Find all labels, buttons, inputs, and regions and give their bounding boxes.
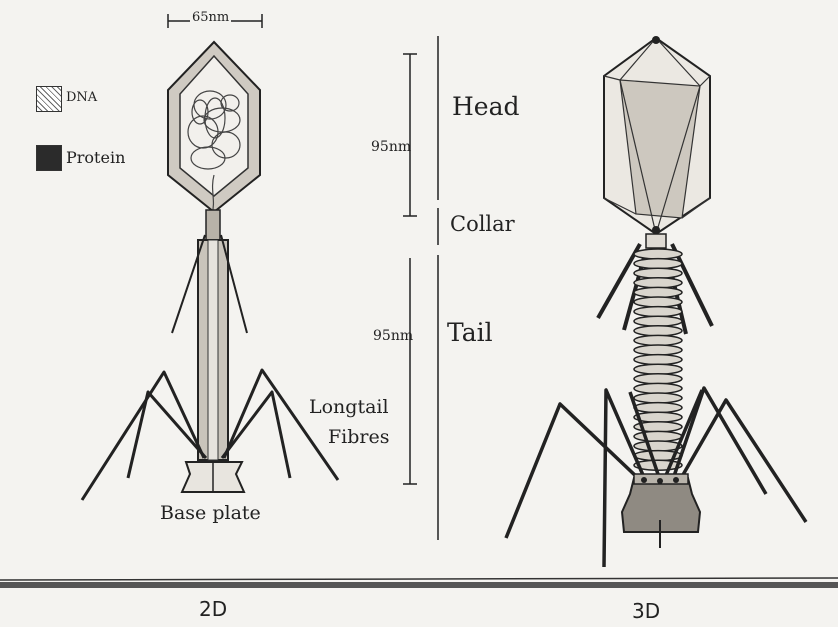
head-length-label: 95nm (371, 139, 411, 155)
phage-3d (506, 36, 806, 567)
view-label-3d: 3D (632, 599, 660, 623)
base-plate-label: Base plate (160, 502, 261, 524)
head-label: Head (452, 92, 520, 121)
collar-3d (646, 234, 666, 248)
fibres-label-line2: Fibres (328, 426, 390, 448)
tail-rings-3d (634, 249, 682, 470)
view-label-2d: 2D (199, 597, 227, 621)
scale-bars (403, 36, 438, 540)
protein-legend-swatch (36, 145, 62, 171)
protein-legend-label: Protein (66, 148, 125, 167)
collar-2d (206, 210, 220, 240)
tail-core-2d (208, 240, 218, 460)
tail-length-label: 95nm (373, 328, 413, 344)
phage-2d (82, 14, 338, 500)
collar-label: Collar (450, 212, 515, 236)
dna-legend-label: DNA (66, 90, 97, 105)
fibres-label-line1: Longtail (309, 396, 389, 418)
tail-label: Tail (447, 318, 493, 347)
ground-line (0, 578, 838, 588)
dna-legend-swatch (36, 86, 62, 112)
width-dimension-label: 65nm (190, 10, 231, 25)
